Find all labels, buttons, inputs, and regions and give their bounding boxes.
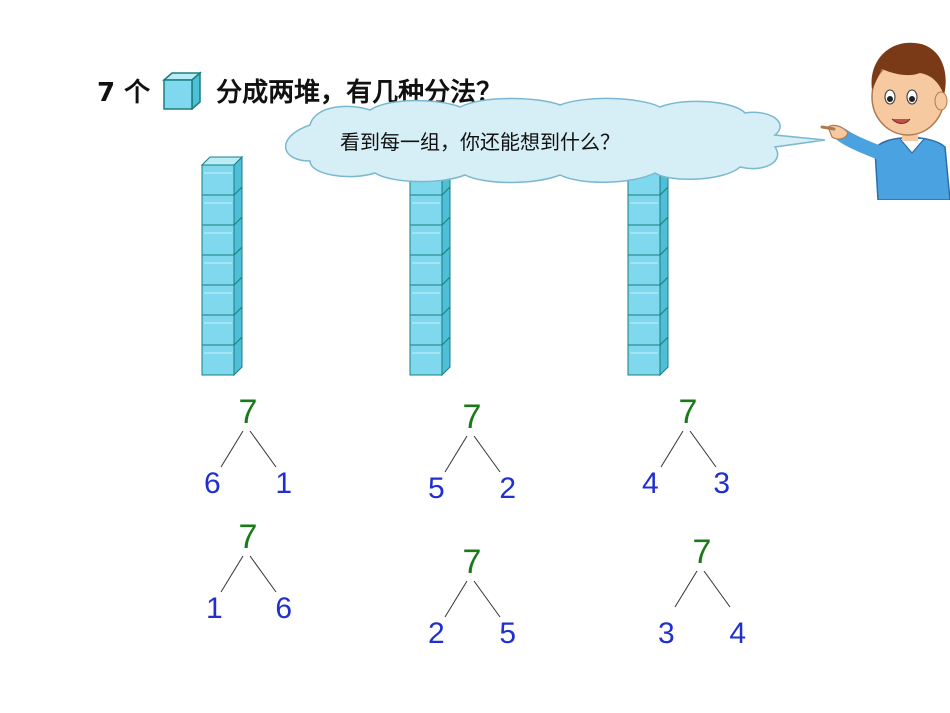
tree-right-part: 3 bbox=[713, 467, 730, 500]
cube bbox=[409, 335, 451, 377]
count-label: 7 个 bbox=[97, 77, 151, 108]
cube bbox=[627, 185, 669, 227]
cube bbox=[201, 305, 243, 347]
tree-left-part: 5 bbox=[428, 472, 445, 505]
tree-left-part: 1 bbox=[206, 592, 223, 625]
cube bbox=[409, 185, 451, 227]
cube-tower bbox=[408, 155, 452, 377]
speech-bubble bbox=[284, 97, 826, 184]
cube bbox=[201, 185, 243, 227]
cube bbox=[201, 245, 243, 287]
tree-root-number: 7 bbox=[238, 393, 258, 431]
speech-bubble-text: 看到每一组，你还能想到什么？ bbox=[340, 130, 620, 154]
decomposition-tree: 7 4 3 bbox=[628, 395, 748, 505]
cube-tower bbox=[200, 155, 244, 377]
tree-root-number: 7 bbox=[692, 533, 712, 571]
cube-icon bbox=[160, 70, 204, 111]
tree-root-number: 7 bbox=[462, 543, 482, 581]
boy-pointing-icon bbox=[820, 42, 950, 200]
decomposition-tree: 7 3 4 bbox=[642, 533, 762, 649]
tree-right-part: 1 bbox=[275, 467, 292, 500]
decomposition-tree: 7 1 6 bbox=[188, 520, 308, 630]
question-text: 分成两堆，有几种分法？ bbox=[216, 77, 503, 108]
tree-right-part: 6 bbox=[275, 592, 292, 625]
tree-right-part: 5 bbox=[499, 617, 516, 650]
cube bbox=[627, 305, 669, 347]
cube bbox=[627, 215, 669, 257]
cube bbox=[201, 275, 243, 317]
tree-right-part: 2 bbox=[499, 472, 516, 505]
cube-tower-top bbox=[200, 156, 244, 166]
decomposition-tree: 7 5 2 bbox=[412, 400, 532, 510]
tree-root-number: 7 bbox=[238, 518, 258, 556]
cube bbox=[627, 275, 669, 317]
tree-left-part: 6 bbox=[204, 467, 221, 500]
cube bbox=[409, 245, 451, 287]
tree-right-part: 4 bbox=[729, 617, 746, 650]
tree-left-part: 3 bbox=[658, 617, 675, 650]
cube-tower bbox=[626, 155, 670, 377]
tree-left-part: 4 bbox=[642, 467, 659, 500]
question-title: 7 个 分成两堆，有几种分法？ bbox=[97, 70, 503, 111]
cube bbox=[409, 275, 451, 317]
tree-left-part: 2 bbox=[428, 617, 445, 650]
cube bbox=[627, 245, 669, 287]
tree-root-number: 7 bbox=[678, 393, 698, 431]
tree-root-number: 7 bbox=[462, 398, 482, 436]
cube bbox=[627, 335, 669, 377]
decomposition-tree: 7 2 5 bbox=[412, 545, 532, 655]
decomposition-tree: 7 6 1 bbox=[188, 395, 308, 505]
